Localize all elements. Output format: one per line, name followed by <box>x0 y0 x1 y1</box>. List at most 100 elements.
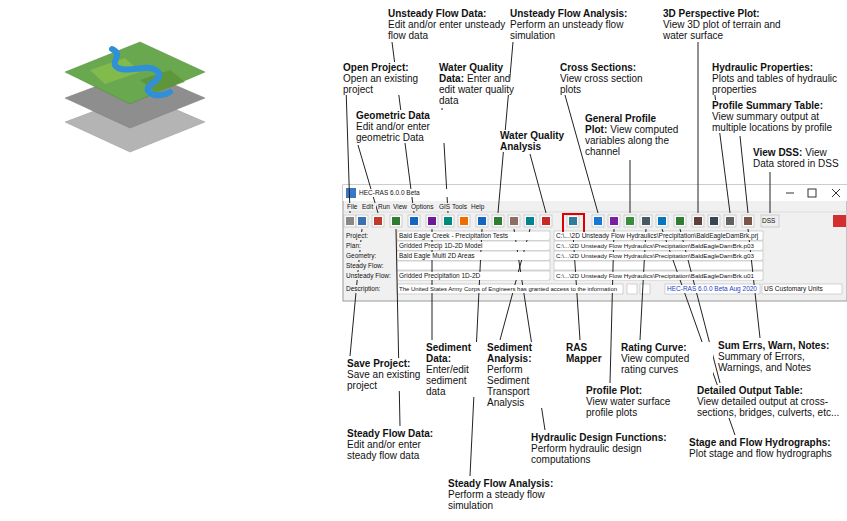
callout-text: View water surface profile plots <box>586 396 686 418</box>
window-text: Geometry: <box>346 252 395 260</box>
callout: Profile Summary Table:View summary outpu… <box>712 100 845 133</box>
callout-heading: Rating Curve: <box>621 342 713 353</box>
toolbar-button <box>692 215 704 227</box>
button-icon <box>510 217 518 225</box>
callout-text: View cross section plots <box>560 73 648 95</box>
window-text: Gridded Precipitation 1D-2D <box>399 272 548 280</box>
callout-heading: Hydraulic Properties: <box>712 62 842 73</box>
toolbar-button <box>656 215 668 227</box>
toolbar-button <box>356 215 368 227</box>
button-icon <box>610 217 618 225</box>
toolbar-button <box>344 215 356 227</box>
toolbar-button <box>492 215 504 227</box>
callout-text: Perform a steady flow simulation <box>448 489 560 511</box>
window-text: Unsteady Flow: <box>346 272 395 280</box>
button-icon <box>744 217 752 225</box>
toolbar-button <box>742 215 754 227</box>
hec-ras-logo <box>65 42 205 152</box>
window-text: Description: <box>346 285 395 293</box>
callout: Cross Sections:View cross section plots <box>560 62 648 95</box>
button-icon <box>594 217 602 225</box>
callout-heading: Profile Plot: <box>586 385 686 396</box>
window-text: Bald Eagle Creek - Precipitation Tests <box>399 232 548 240</box>
callout-heading: 3D Perspective Plot: <box>663 8 798 19</box>
callout: Hydraulic Design Functions:Perform hydra… <box>531 432 683 465</box>
callout: Open Project:Open an existing project <box>343 62 438 95</box>
window-text: Project: <box>346 232 395 240</box>
callout: Geometric DataEdit and/or enter geometri… <box>356 110 451 143</box>
callout: Unsteady Flow Analysis:Perform an unstea… <box>510 8 650 41</box>
callout-text: Edit and/or enter unsteady flow data <box>388 19 508 41</box>
button-icon <box>428 217 436 225</box>
callout-text: Perform hydraulic design computations <box>531 443 683 465</box>
button-icon <box>444 217 452 225</box>
callout-text: Plot stage and flow hydrographs <box>689 448 845 459</box>
toolbar-button <box>442 215 454 227</box>
callout-text: Perform an unsteady flow simulation <box>510 19 650 41</box>
button-icon <box>358 217 366 225</box>
button-icon <box>676 217 684 225</box>
callout-heading: Sediment Data: <box>426 342 482 364</box>
toolbar-button <box>408 215 420 227</box>
toolbar-button <box>724 215 736 227</box>
callout: Sediment Data:Enter/edit sediment data <box>426 342 482 397</box>
button-icon <box>494 217 502 225</box>
window-text: The United States Army Corps of Engineer… <box>399 285 621 293</box>
callout-text: View computed rating curves <box>621 353 713 375</box>
callout-text: Plots and tables of hydraulic properties <box>712 73 842 95</box>
callout-heading: RAS Mapper <box>566 342 608 364</box>
callout-text: Save an existing project <box>347 369 423 391</box>
button-icon <box>526 217 534 225</box>
toolbar-button <box>476 215 488 227</box>
callout-heading: Water Quality Analysis <box>500 130 568 152</box>
window-text: C:\...\2D Unsteady Flow Hydraulics\Preci… <box>556 252 761 260</box>
toolbar-button <box>761 215 779 227</box>
button-icon <box>569 217 577 225</box>
callout: Stage and Flow Hydrographs:Plot stage an… <box>689 437 845 459</box>
window-text: Steady Flow: <box>346 262 395 270</box>
callout-heading: Stage and Flow Hydrographs: <box>689 437 845 448</box>
callout-text: View detailed output at cross-sections, … <box>697 396 845 418</box>
callout-heading: Cross Sections: <box>560 62 648 73</box>
callout-heading: Steady Flow Analysis: <box>448 478 560 489</box>
window-text: Gridded Precip 1D-2D Model <box>399 242 548 250</box>
window-text: C:\...\2D Unsteady Flow Hydraulics\Preci… <box>556 242 761 250</box>
callout-text: Edit and/or enter geometric Data <box>356 121 451 143</box>
window-text: Edit <box>362 203 376 211</box>
callout-heading: Detailed Output Table: <box>697 385 845 396</box>
toolbar-button <box>426 215 438 227</box>
window-text: C:\...\2D Unsteady Flow Hydraulics\Preci… <box>556 272 761 280</box>
toolbar-button <box>567 215 579 227</box>
toolbar-button <box>708 215 720 227</box>
callout: Rating Curve:View computed rating curves <box>621 342 713 375</box>
callout: Steady Flow Data:Edit and/or enter stead… <box>347 428 442 461</box>
callout-text: Edit and/or enter steady flow data <box>347 439 442 461</box>
callout: Sum Errs, Warn, Notes:Summary of Errors,… <box>718 340 843 373</box>
window-text: Options <box>411 203 437 211</box>
callout-heading: Unsteady Flow Analysis: <box>510 8 650 19</box>
toolbar-button <box>540 215 552 227</box>
callout-text: Summary of Errors, Warnings, and Notes <box>718 351 843 373</box>
callout: Hydraulic Properties:Plots and tables of… <box>712 62 842 95</box>
window-text: Run <box>378 203 391 211</box>
toolbar-button <box>674 215 686 227</box>
window-text: GIS Tools <box>439 203 469 211</box>
callout-text: View 3D plot of terrain and water surfac… <box>663 19 798 41</box>
button-icon <box>658 217 666 225</box>
callout-heading: Sediment Analysis: <box>487 342 551 364</box>
toolbar-buttons <box>344 215 779 227</box>
callout: Unsteady Flow Data:Edit and/or enter uns… <box>388 8 508 41</box>
toolbar-button <box>524 215 536 227</box>
window-text: DSS <box>762 217 778 225</box>
callout-text: Perform Sediment Transport Analysis <box>487 364 551 408</box>
callout-heading: Profile Summary Table: <box>712 100 845 111</box>
callout: Water Quality Analysis <box>500 130 568 152</box>
button-icon <box>642 217 650 225</box>
window-text: Bald Eagle Multi 2D Areas <box>399 252 548 260</box>
button-icon <box>346 217 354 225</box>
button-icon <box>626 217 634 225</box>
window-text: Help <box>471 203 488 211</box>
window-text: HEC-RAS 6.0.0 Beta Aug 2020 <box>667 285 758 293</box>
button-icon <box>460 217 468 225</box>
